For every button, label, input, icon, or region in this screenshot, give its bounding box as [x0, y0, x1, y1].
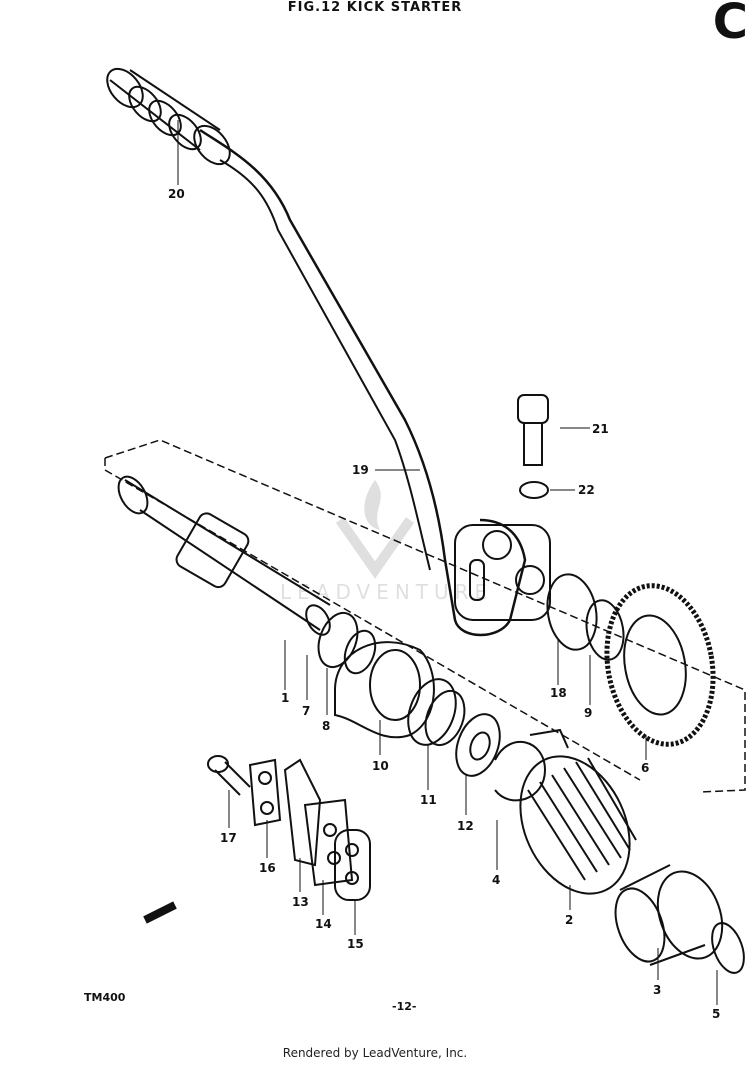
- callout-4: 4: [492, 873, 500, 887]
- render-credit: Rendered by LeadVenture, Inc.: [282, 1046, 468, 1060]
- callout-22: 22: [578, 483, 595, 497]
- return-spring: [519, 755, 637, 895]
- bolt-21: [517, 394, 549, 466]
- callout-19: 19: [352, 463, 369, 477]
- rubber-grip: [106, 67, 231, 166]
- bushing-3: [614, 864, 724, 966]
- flame-logo-icon: [335, 480, 415, 579]
- section-letter: C: [712, 0, 748, 50]
- figure-title: FIG.12 KICK STARTER: [287, 0, 463, 15]
- callout-3: 3: [653, 983, 661, 997]
- callout-21: 21: [592, 422, 609, 436]
- callout-14: 14: [315, 917, 332, 931]
- plate-16: [248, 758, 282, 827]
- callout-9: 9: [584, 706, 592, 720]
- callout-20: 20: [168, 187, 185, 201]
- callout-16: 16: [259, 861, 276, 875]
- callout-12: 12: [457, 819, 474, 833]
- callout-17: 17: [220, 831, 237, 845]
- ring-7: [317, 611, 359, 669]
- guide-10: [334, 641, 435, 739]
- collar-11: [407, 678, 457, 746]
- washer-18: [546, 573, 598, 651]
- plate-13: [283, 758, 322, 867]
- bolt-17: [207, 755, 251, 796]
- callout-7: 7: [302, 704, 310, 718]
- callout-2: 2: [565, 913, 573, 927]
- callout-labels: 20 21 19 22 18 9 6 1 7 8 10 11 12 4 2 17…: [168, 187, 720, 1021]
- callout-10: 10: [372, 759, 389, 773]
- plate-14: [303, 798, 354, 887]
- callout-5: 5: [712, 1007, 720, 1021]
- drive-gear: [604, 583, 716, 747]
- callout-11: 11: [420, 793, 437, 807]
- callout-8: 8: [322, 719, 330, 733]
- plate-15: [334, 829, 371, 901]
- kick-shaft: [117, 475, 331, 636]
- callout-6: 6: [641, 761, 649, 775]
- watermark-text: LEADVENTURE: [280, 580, 494, 604]
- watermark: LEADVENTURE: [280, 470, 494, 620]
- model-code: TM400: [84, 991, 126, 1004]
- washer-22: [519, 481, 549, 499]
- callout-13: 13: [292, 895, 309, 909]
- page-number: -12-: [392, 1000, 417, 1013]
- front-arrow-icon: [143, 901, 177, 924]
- washer-12: [455, 713, 501, 777]
- clip-4: [494, 740, 547, 802]
- circlip-5: [711, 922, 745, 974]
- callout-15: 15: [347, 937, 364, 951]
- ring-8: [343, 629, 377, 675]
- washer-9: [585, 599, 625, 661]
- callout-1: 1: [281, 691, 289, 705]
- callout-18: 18: [550, 686, 567, 700]
